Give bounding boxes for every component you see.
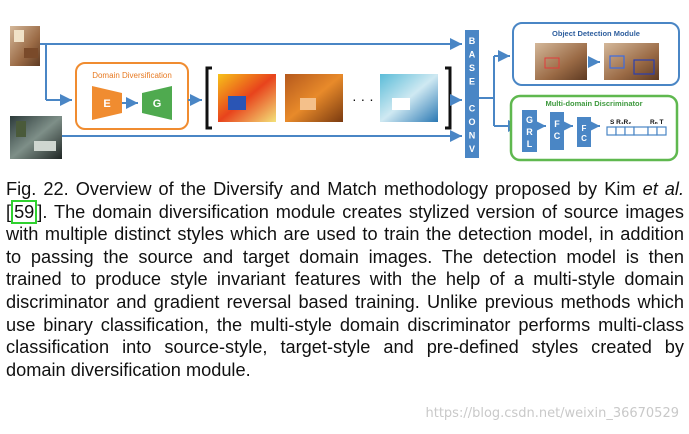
fc2-letter: F bbox=[582, 124, 587, 133]
output-label-start: S R₁R₂ bbox=[610, 119, 631, 126]
base-conv-letter: A bbox=[469, 50, 476, 60]
stylized-image-1 bbox=[218, 74, 276, 122]
fc2-letter: C bbox=[581, 134, 587, 143]
source-image bbox=[10, 26, 40, 66]
detection-image-1 bbox=[535, 43, 587, 80]
target-image bbox=[10, 116, 62, 159]
base-conv-letter: N bbox=[469, 131, 476, 141]
citation-link[interactable]: 59 bbox=[11, 199, 38, 224]
fc-label-1: FC bbox=[554, 119, 561, 141]
base-conv-letter: B bbox=[469, 36, 476, 46]
grl-block bbox=[522, 110, 537, 152]
base-conv-letter: E bbox=[469, 77, 475, 87]
base-conv-letter: C bbox=[469, 104, 476, 114]
grl-letter: G bbox=[526, 115, 533, 125]
caption-et-al: et al. bbox=[642, 179, 685, 199]
base-conv-letter: O bbox=[468, 117, 475, 127]
domain-diversification-module: Domain Diversification E G bbox=[75, 62, 189, 130]
figure-diagram: Domain Diversification E G · · · BASECON… bbox=[10, 22, 680, 162]
object-detection-title: Object Detection Module bbox=[552, 29, 640, 38]
base-conv-letter: S bbox=[469, 63, 475, 73]
discriminator-title: Multi-domain Discriminator bbox=[545, 99, 642, 108]
grl-label: GRL bbox=[526, 115, 533, 149]
generator-label: G bbox=[153, 98, 162, 110]
stylized-images: · · · bbox=[205, 66, 452, 130]
fc-label-2: FC bbox=[581, 124, 587, 143]
object-detection-module: Object Detection Module bbox=[512, 22, 680, 86]
grl-letter: L bbox=[527, 139, 533, 149]
output-cells bbox=[606, 126, 667, 136]
fc-block-2 bbox=[577, 117, 591, 147]
domain-diversification-title: Domain Diversification bbox=[92, 71, 172, 80]
grl-letter: R bbox=[526, 127, 533, 137]
encoder-block bbox=[92, 86, 122, 120]
fc1-letter: F bbox=[554, 119, 560, 129]
caption-body: . The domain diversification module crea… bbox=[6, 201, 684, 380]
encoder-label: E bbox=[103, 98, 110, 110]
output-label-end: Rₙ T bbox=[650, 119, 663, 126]
fc1-letter: C bbox=[554, 131, 561, 141]
generator-block bbox=[142, 86, 172, 120]
base-conv-letter: V bbox=[469, 144, 475, 154]
figure-caption: Fig. 22. Overview of the Diversify and M… bbox=[6, 179, 685, 380]
caption-prefix: Fig. 22. Overview of the Diversify and M… bbox=[6, 179, 643, 199]
ellipsis: · · · bbox=[352, 91, 374, 107]
watermark: https://blog.csdn.net/weixin_36670529 bbox=[425, 406, 679, 421]
fc-block-1 bbox=[550, 112, 564, 150]
multi-domain-discriminator: Multi-domain Discriminator GRL FC FC S R… bbox=[509, 94, 679, 162]
